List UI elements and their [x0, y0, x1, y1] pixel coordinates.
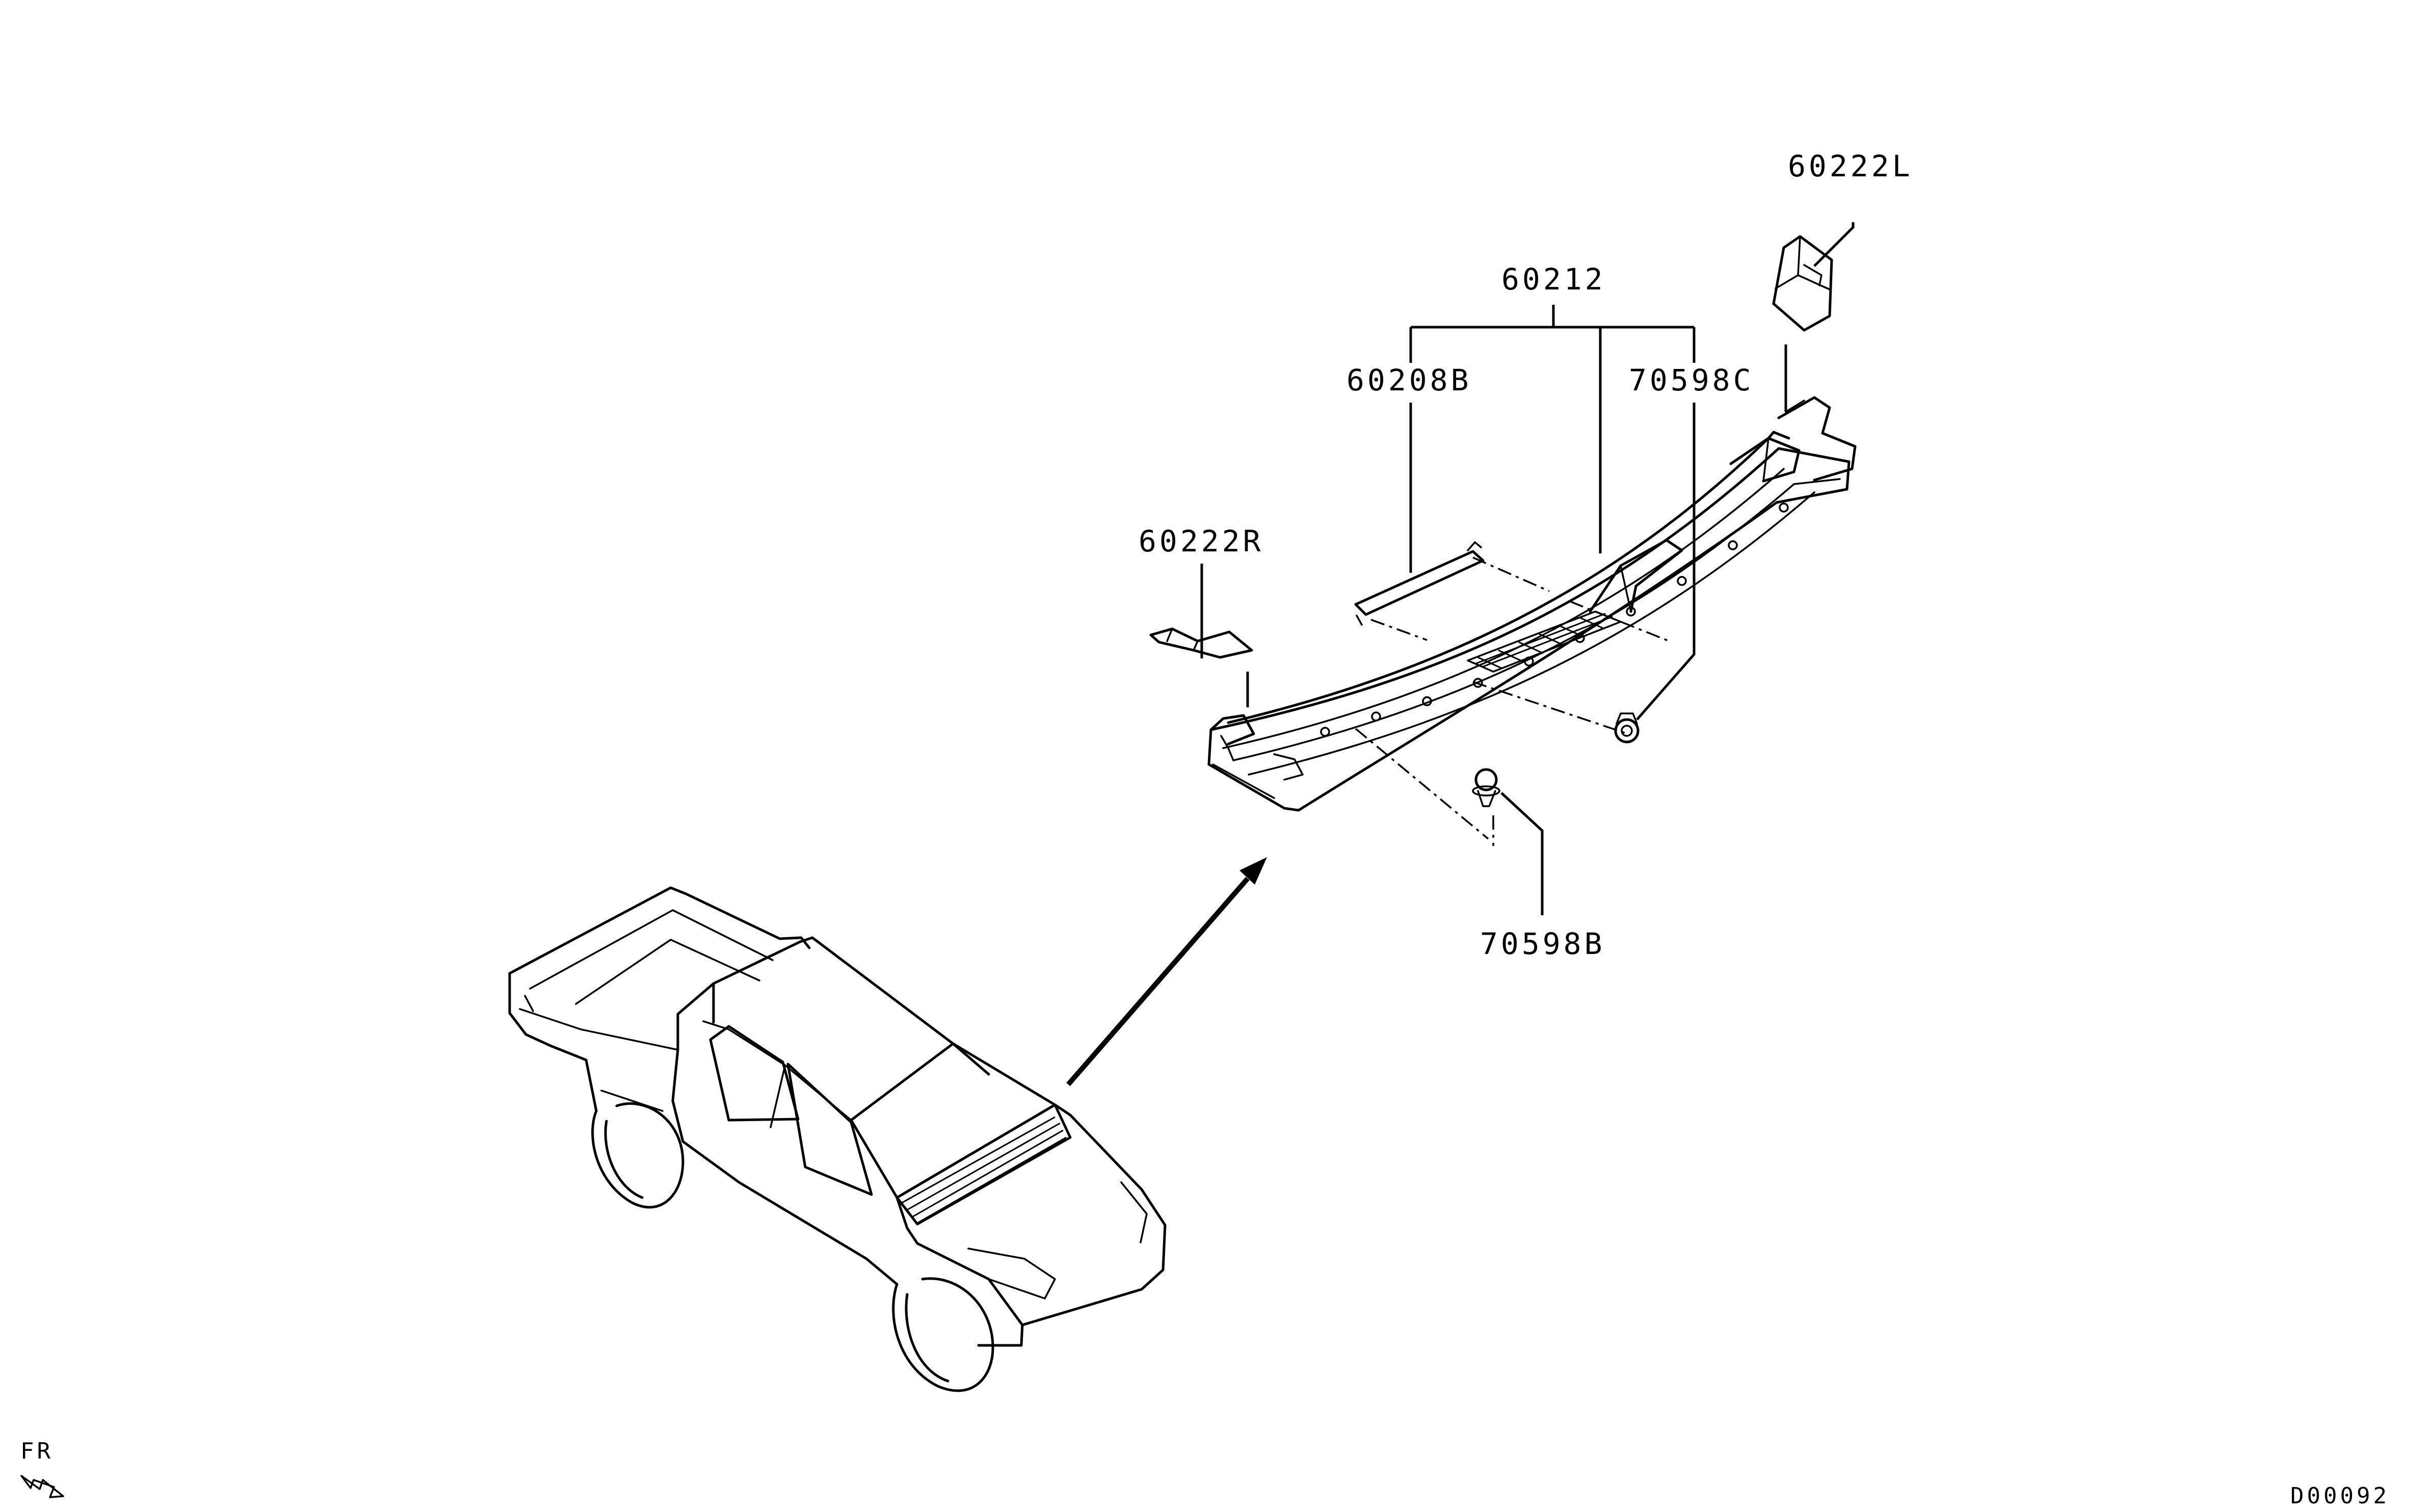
- location-arrow: [1066, 857, 1267, 1086]
- corner-piece-60222R[interactable]: [1149, 627, 1253, 659]
- orientation-label: FR: [20, 1438, 54, 1464]
- truck-overview: [508, 886, 1167, 1392]
- front-direction-arrow-icon: [20, 1475, 64, 1498]
- vent-grille: [1467, 611, 1622, 673]
- seal-strip-60208B[interactable]: [1354, 541, 1485, 626]
- leader-lines: [1200, 222, 1855, 915]
- diagram-code: D00092: [2290, 1483, 2390, 1509]
- clip-70598B[interactable]: [1472, 768, 1500, 807]
- callout-60212[interactable]: 60212: [1501, 262, 1606, 297]
- corner-piece-60222L[interactable]: [1772, 235, 1833, 332]
- callout-60222L[interactable]: 60222L: [1788, 149, 1913, 183]
- callout-60222R[interactable]: 60222R: [1139, 524, 1264, 559]
- callout-70598C[interactable]: 70598C: [1629, 363, 1754, 397]
- orientation-marker: FR: [20, 1438, 64, 1498]
- cowl-top-panel[interactable]: [1207, 396, 1857, 812]
- clip-70598C[interactable]: [1614, 712, 1640, 744]
- callout-60208B[interactable]: 60208B: [1346, 363, 1472, 397]
- assembly-guides: [1355, 556, 1672, 846]
- callout-70598B[interactable]: 70598B: [1480, 926, 1605, 961]
- panel-holes: [1320, 502, 1789, 737]
